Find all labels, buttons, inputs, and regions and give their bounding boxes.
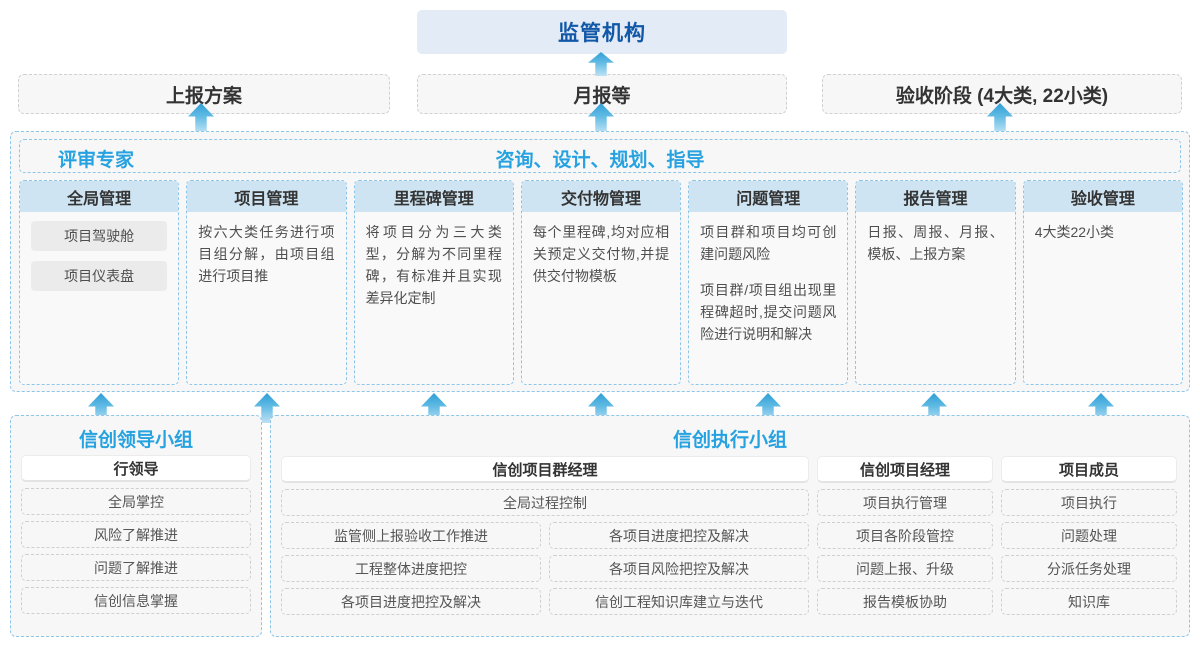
duty-item[interactable]: 项目各阶段管控 [817, 522, 993, 549]
role-group-project-member: 项目成员 项目执行 问题处理 分派任务处理 知识库 [1001, 456, 1177, 621]
module-paragraph: 日报、周报、月报、模板、上报方案 [867, 224, 1004, 262]
duty-item[interactable]: 问题了解推进 [21, 554, 251, 581]
deliverable-label: 上报方案 [165, 85, 242, 107]
role-head-project-member[interactable]: 项目成员 [1001, 456, 1177, 483]
module-paragraph: 项目群/项目组出现里程碑超时,提交问题风险进行说明和解决 [700, 282, 837, 342]
role-group-program-manager: 信创项目群经理 全局过程控制 监管侧上报验收工作推进 各项目进度把控及解决 工程… [281, 456, 809, 621]
duty-item[interactable]: 各项目进度把控及解决 [281, 588, 541, 615]
leadership-team-body: 行领导 全局掌控 风险了解推进 问题了解推进 信创信息掌握 [11, 455, 261, 614]
duty-item[interactable]: 监管侧上报验收工作推进 [281, 522, 541, 549]
duty-item[interactable]: 全局掌控 [21, 488, 251, 515]
duty-item[interactable]: 知识库 [1001, 588, 1177, 615]
execution-team-panel: 信创执行小组 信创项目群经理 全局过程控制 监管侧上报验收工作推进 各项目进度把… [270, 415, 1190, 637]
execution-team-body: 信创项目群经理 全局过程控制 监管侧上报验收工作推进 各项目进度把控及解决 工程… [281, 456, 1179, 621]
module-paragraph: 4大类22小类 [1034, 224, 1115, 240]
leadership-team-title: 信创领导小组 [78, 430, 193, 451]
duty-item[interactable]: 报告模板协助 [817, 588, 993, 615]
duty-item[interactable]: 项目执行 [1001, 489, 1177, 516]
duty-item[interactable]: 风险了解推进 [21, 521, 251, 548]
platform-section: 评审专家 咨询、设计、规划、指导 全局管理 项目驾驶舱 项目仪表盘 项目管理 按… [10, 131, 1190, 392]
module-title: 交付物管理 [521, 181, 681, 212]
deliverable-label: 验收阶段 (4大类, 22小类) [895, 85, 1109, 107]
authority-label: 监管机构 [558, 22, 646, 45]
module-column-report[interactable]: 报告管理 日报、周报、月报、模板、上报方案 [855, 180, 1016, 385]
module-column-issue[interactable]: 问题管理 项目群和项目均可创建问题风险 项目群/项目组出现里程碑超时,提交问题风… [688, 180, 849, 385]
duty-item[interactable]: 项目执行管理 [817, 489, 993, 516]
duty-pair: 各项目进度把控及解决 信创工程知识库建立与迭代 [281, 588, 809, 621]
duty-item[interactable]: 信创信息掌握 [21, 587, 251, 614]
deliverable-label: 月报等 [573, 85, 631, 107]
module-body: 每个里程碑,均对应相关预定义交付物,并提供交付物模板 [522, 212, 680, 384]
execution-team-title: 信创执行小组 [672, 430, 787, 451]
module-chip[interactable]: 项目仪表盘 [31, 261, 168, 291]
role-head-program-manager[interactable]: 信创项目群经理 [281, 456, 809, 483]
module-column-milestone[interactable]: 里程碑管理 将项目分为三大类型，分解为不同里程碑，有标准并且实现差异化定制 [353, 180, 514, 385]
module-column-deliverable[interactable]: 交付物管理 每个里程碑,均对应相关预定义交付物,并提供交付物模板 [520, 180, 682, 385]
module-body: 项目群和项目均可创建问题风险 项目群/项目组出现里程碑超时,提交问题风险进行说明… [689, 212, 847, 384]
duty-pair: 监管侧上报验收工作推进 各项目进度把控及解决 [281, 522, 809, 555]
duty-pair: 工程整体进度把控 各项目风险把控及解决 [281, 555, 809, 588]
teams-row: 信创领导小组 行领导 全局掌控 风险了解推进 问题了解推进 信创信息掌握 信创执… [10, 415, 1190, 637]
module-title: 验收管理 [1023, 181, 1182, 212]
duty-item[interactable]: 各项目进度把控及解决 [549, 522, 809, 549]
role-head-project-manager[interactable]: 信创项目经理 [817, 456, 993, 483]
duty-item[interactable]: 全局过程控制 [281, 489, 809, 516]
module-column-project[interactable]: 项目管理 按六大类任务进行项目组分解，由项目组进行项目推 [186, 180, 347, 385]
module-paragraph: 每个里程碑,均对应相关预定义交付物,并提供交付物模板 [532, 224, 670, 284]
duty-item[interactable]: 问题上报、升级 [817, 555, 993, 582]
duty-item[interactable]: 信创工程知识库建立与迭代 [549, 588, 809, 615]
duty-item[interactable]: 问题处理 [1001, 522, 1177, 549]
service-scope-label: 咨询、设计、规划、指导 [495, 150, 705, 171]
module-body: 按六大类任务进行项目组分解，由项目组进行项目推 [187, 212, 345, 384]
module-paragraph: 项目群和项目均可创建问题风险 [700, 224, 837, 262]
module-title: 问题管理 [689, 181, 848, 212]
duty-item[interactable]: 分派任务处理 [1001, 555, 1177, 582]
platform-header: 评审专家 咨询、设计、规划、指导 [19, 139, 1181, 173]
module-chip[interactable]: 项目驾驶舱 [31, 221, 168, 251]
module-paragraph: 将项目分为三大类型，分解为不同里程碑，有标准并且实现差异化定制 [365, 224, 502, 306]
module-body: 4大类22小类 [1024, 212, 1182, 384]
module-title: 全局管理 [20, 181, 179, 212]
module-body: 将项目分为三大类型，分解为不同里程碑，有标准并且实现差异化定制 [355, 212, 513, 384]
duty-item[interactable]: 工程整体进度把控 [281, 555, 541, 582]
up-arrow-icon [588, 52, 614, 76]
duty-item[interactable]: 各项目风险把控及解决 [549, 555, 809, 582]
module-column-acceptance[interactable]: 验收管理 4大类22小类 [1022, 180, 1183, 385]
module-title: 项目管理 [187, 181, 346, 212]
module-body: 日报、周报、月报、模板、上报方案 [856, 212, 1014, 384]
role-head-bank-leader[interactable]: 行领导 [21, 455, 251, 482]
role-group-project-manager: 信创项目经理 项目执行管理 项目各阶段管控 问题上报、升级 报告模板协助 [817, 456, 993, 621]
review-expert-label: 评审专家 [58, 150, 135, 171]
module-column-global[interactable]: 全局管理 项目驾驶舱 项目仪表盘 [19, 180, 180, 385]
module-title: 里程碑管理 [354, 181, 513, 212]
module-column-list: 全局管理 项目驾驶舱 项目仪表盘 项目管理 按六大类任务进行项目组分解，由项目组… [19, 180, 1183, 385]
module-paragraph: 按六大类任务进行项目组分解，由项目组进行项目推 [198, 224, 335, 284]
leadership-team-panel: 信创领导小组 行领导 全局掌控 风险了解推进 问题了解推进 信创信息掌握 [10, 415, 262, 637]
authority-box: 监管机构 [417, 10, 787, 54]
module-title: 报告管理 [856, 181, 1015, 212]
module-body: 项目驾驶舱 项目仪表盘 [20, 212, 178, 384]
